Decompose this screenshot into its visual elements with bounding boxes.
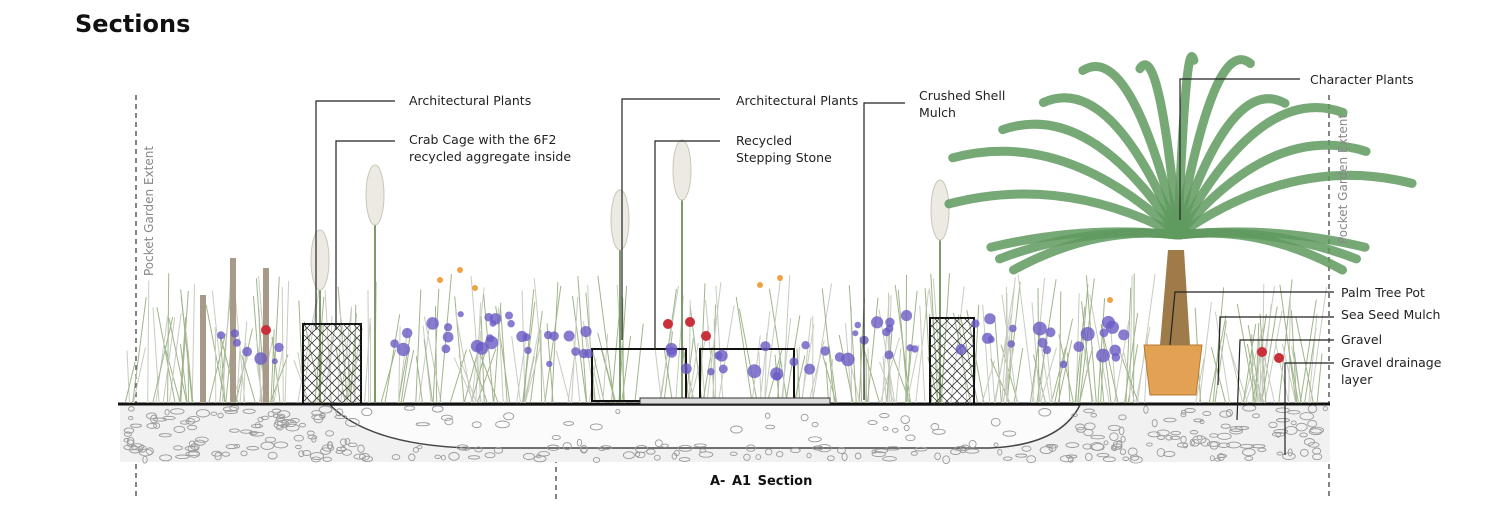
leader-gravel-drainage (1284, 362, 1334, 455)
label-architectural-plants-left: Architectural Plants (409, 93, 532, 108)
leader-crushed-shell-mulch (863, 102, 905, 400)
leader-architectural-plants-mid (621, 98, 720, 340)
page-title: Sections (75, 10, 191, 38)
extent-label-left: Pocket Garden Extent (142, 145, 156, 276)
label-recycled-stepping-stone: Recycled Stepping Stone (736, 133, 832, 165)
leader-architectural-plants-left (315, 100, 395, 330)
palm-tree (944, 51, 1417, 396)
label-palm-tree-pot: Palm Tree Pot (1341, 285, 1425, 300)
label-crushed-shell-mulch: Crushed Shell Mulch (919, 88, 1006, 120)
leader-character-plants (1179, 78, 1300, 220)
section-caption: A- A1 Section (710, 474, 813, 489)
label-gravel: Gravel (1341, 332, 1383, 347)
crab-cage-right (929, 317, 975, 405)
leader-recycled-stepping-stone (654, 140, 720, 350)
stepping-stones (591, 348, 831, 405)
label-crab-cage: Crab Cage with the 6F2 recycled aggregat… (409, 132, 572, 164)
gravel-layer (120, 404, 1330, 465)
leader-lines (315, 78, 1334, 455)
leader-gravel (1236, 339, 1334, 421)
leader-palm-tree-pot (1169, 291, 1334, 346)
leader-crab-cage (335, 140, 395, 330)
leader-sea-seed-mulch (1217, 316, 1334, 386)
extent-label-right: Pocket Garden Extent (1336, 113, 1350, 244)
label-sea-seed-mulch: Sea Seed Mulch (1341, 307, 1441, 322)
label-gravel-drainage-layer: Gravel drainage layer (1341, 355, 1442, 387)
label-character-plants: Character Plants (1310, 72, 1414, 87)
crab-cage-left (302, 323, 362, 405)
label-architectural-plants-mid: Architectural Plants (736, 93, 859, 108)
